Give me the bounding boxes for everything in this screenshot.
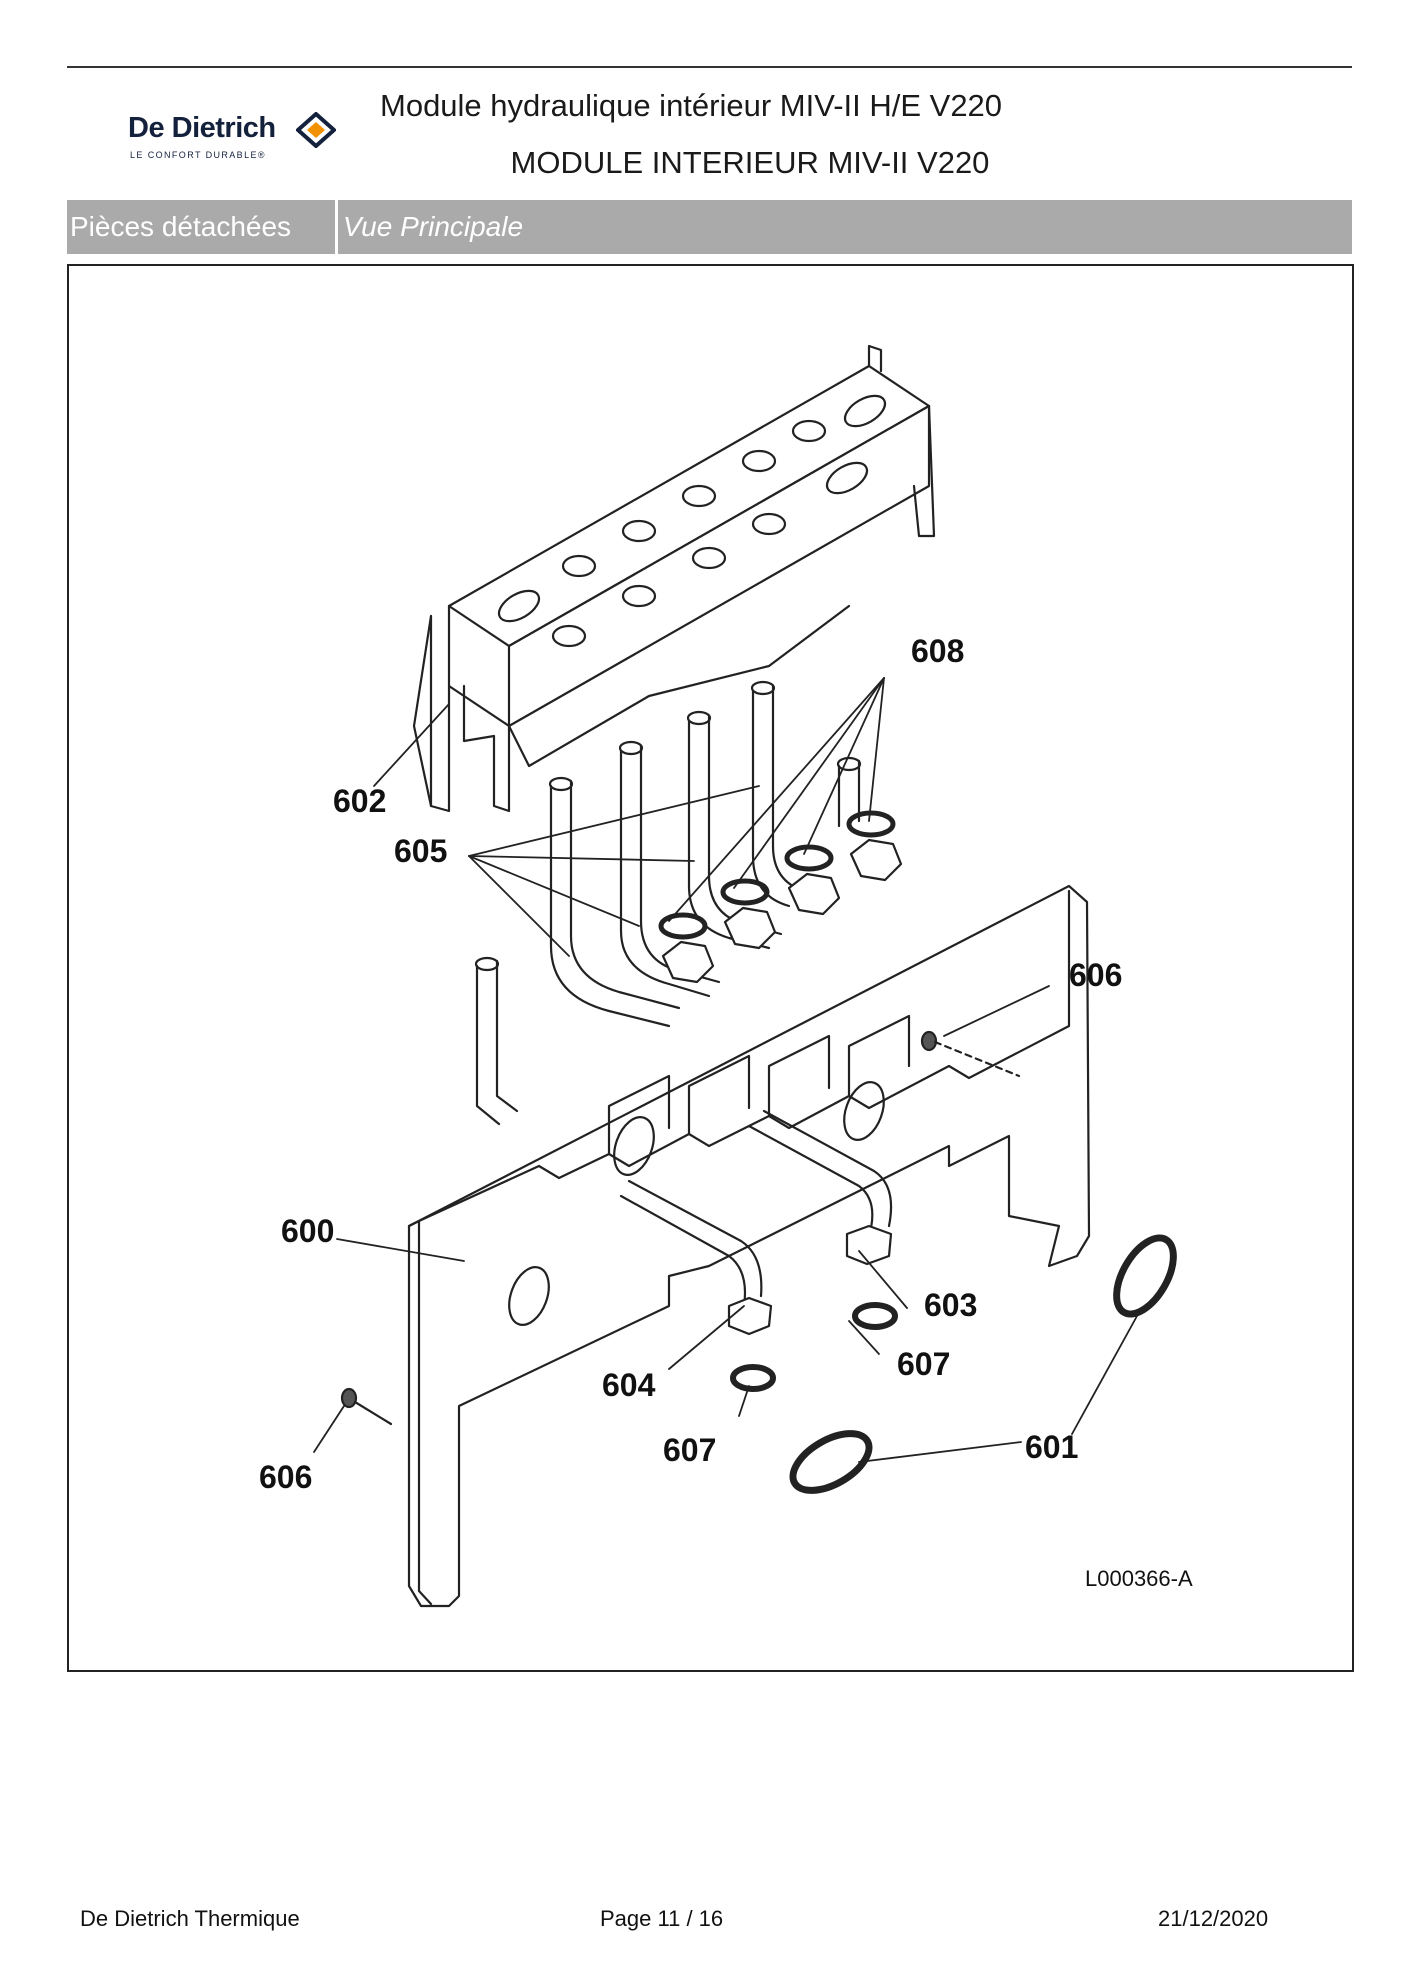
logo-brand-name: De Dietrich xyxy=(128,112,276,144)
figure-reference: L000366-A xyxy=(1085,1566,1193,1591)
document-subtitle: MODULE INTERIEUR MIV-II V220 xyxy=(510,145,990,180)
footer-company: De Dietrich Thermique xyxy=(80,1906,300,1931)
callout-602: 602 xyxy=(333,783,386,819)
exploded-view-figure: 608 602 605 606 600 603 607 604 607 601 … xyxy=(67,264,1354,1672)
seal-607-left xyxy=(730,1364,776,1392)
exploded-diagram: 608 602 605 606 600 603 607 604 607 601 … xyxy=(259,344,1193,1608)
seal-607-right xyxy=(852,1302,898,1330)
callout-604: 604 xyxy=(602,1367,656,1403)
callout-605: 605 xyxy=(394,833,447,869)
section-separator xyxy=(335,200,338,254)
callout-607-right: 607 xyxy=(897,1346,950,1382)
footer-date: 21/12/2020 xyxy=(1158,1906,1269,1931)
gasket-601-left xyxy=(789,1430,873,1494)
nut-and-gasket-set xyxy=(658,810,903,984)
footer-page-number: Page 11 / 16 xyxy=(600,1906,724,1931)
callout-608: 608 xyxy=(911,633,964,669)
callout-601: 601 xyxy=(1025,1429,1078,1465)
callout-606-right: 606 xyxy=(1069,957,1122,993)
leader-lines xyxy=(313,677,1138,1463)
header-rule xyxy=(67,66,1352,68)
back-plate xyxy=(407,884,1091,1608)
logo-tagline: LE CONFORT DURABLE® xyxy=(130,150,266,160)
callout-607-left: 607 xyxy=(663,1432,716,1468)
section-bar: Pièces détachées Vue Principale xyxy=(67,200,1352,254)
callout-600: 600 xyxy=(281,1213,334,1249)
document-title: Module hydraulique intérieur MIV-II H/E … xyxy=(380,88,1003,123)
callout-606-left: 606 xyxy=(259,1459,312,1495)
screw-606-right xyxy=(920,1030,1021,1078)
elbow-pipe-603 xyxy=(747,1109,893,1266)
callout-603: 603 xyxy=(924,1287,977,1323)
manifold-bracket xyxy=(412,344,936,813)
section-label: Pièces détachées xyxy=(70,211,292,242)
gasket-601-right xyxy=(1113,1234,1177,1318)
diamond-logo-icon xyxy=(296,112,336,148)
screw-606-left xyxy=(340,1387,393,1426)
elbow-pipe-604 xyxy=(619,1179,773,1336)
de-dietrich-logo: De Dietrich LE CONFORT DURABLE® xyxy=(126,108,346,164)
view-label: Vue Principale xyxy=(343,211,524,242)
